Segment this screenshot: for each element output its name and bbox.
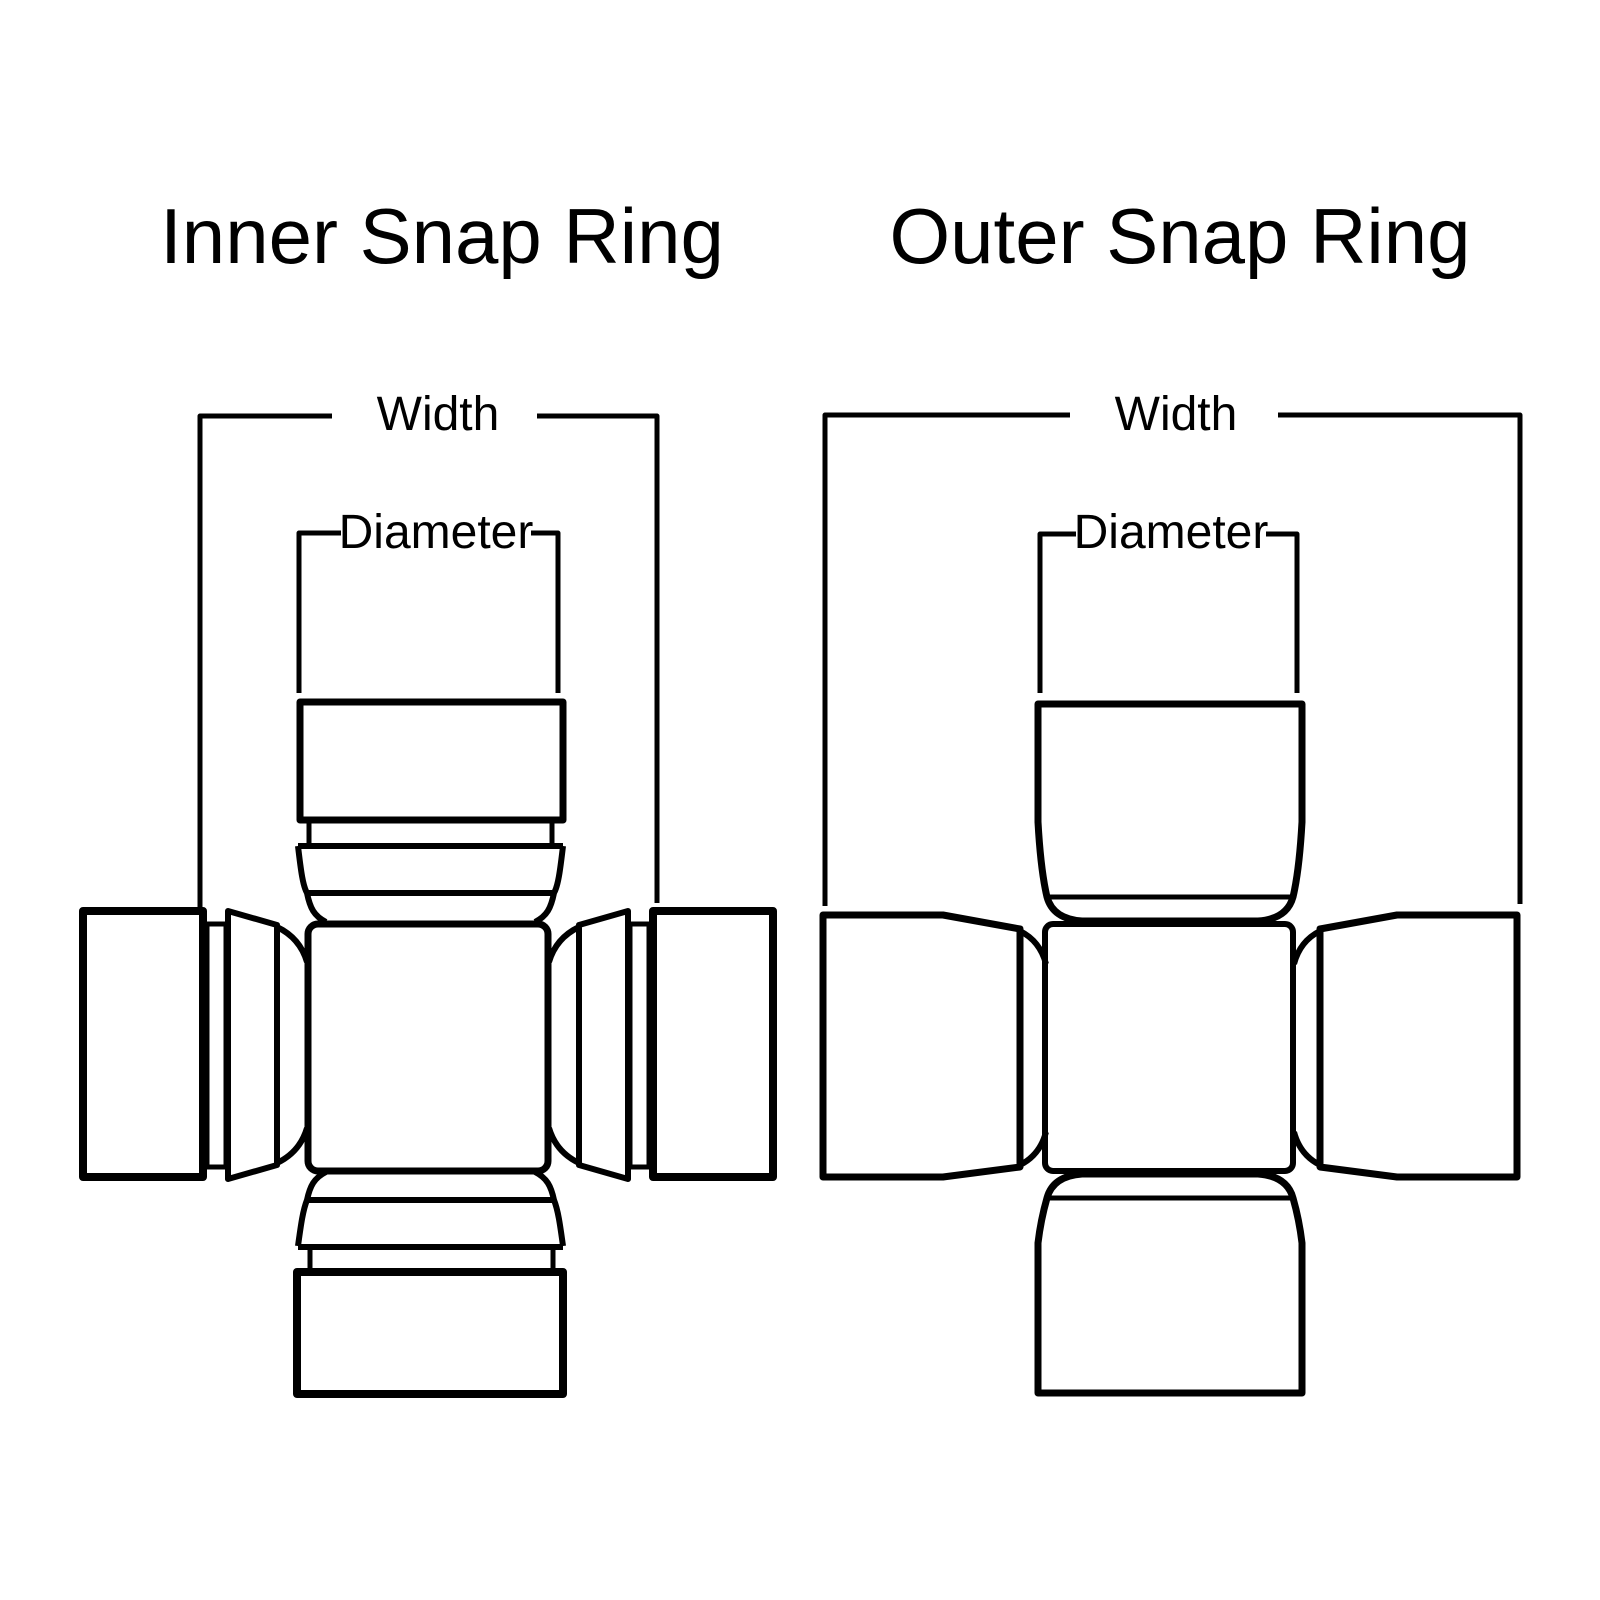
inner-cross-body: [304, 920, 552, 1175]
inner-left-bearing-cap: [79, 907, 207, 1181]
outer-bottom-bearing-cap: [1034, 1170, 1306, 1397]
outer-left-fillets: [1018, 928, 1049, 1168]
outer-diagram-title: Outer Snap Ring: [889, 192, 1470, 280]
inner-right-snap-ring: [627, 921, 652, 1170]
inner-top-skirt-sides: [295, 845, 566, 925]
outer-width-label: Width: [1115, 388, 1238, 441]
inner-left-snap-ring: [204, 921, 229, 1170]
inner-left-fillets: [275, 924, 310, 1166]
inner-left-tapered-band: [225, 908, 280, 1182]
inner-right-fillets: [546, 924, 581, 1166]
inner-top-snap-ring-neck: [306, 820, 555, 844]
outer-right-bearing-cap: [1316, 911, 1521, 1181]
outer-cross-body: [1042, 921, 1296, 1174]
inner-width-bracket: [197, 413, 660, 908]
inner-top-bearing-cap: [296, 698, 567, 824]
inner-snap-ring-diagram: Inner Snap Ring Width Diameter: [79, 192, 777, 1398]
outer-top-bearing-cap: [1034, 700, 1306, 925]
inner-diagram-title: Inner Snap Ring: [160, 192, 724, 280]
outer-left-bearing-cap: [819, 911, 1024, 1181]
inner-width-label: Width: [377, 388, 500, 441]
inner-bottom-skirt-sides: [295, 1169, 566, 1247]
outer-width-bracket: [822, 412, 1523, 906]
outer-right-fillets: [1291, 928, 1322, 1168]
inner-bottom-snap-ring-neck: [307, 1247, 556, 1272]
inner-right-tapered-band: [576, 908, 631, 1182]
inner-right-bearing-cap: [649, 907, 777, 1181]
outer-diameter-label: Diameter: [1074, 506, 1269, 559]
outer-snap-ring-diagram: Outer Snap Ring Width Diameter: [819, 192, 1523, 1397]
inner-diameter-bracket: [296, 530, 561, 693]
inner-diameter-label: Diameter: [339, 506, 534, 559]
inner-bottom-bearing-cap: [293, 1268, 567, 1398]
outer-diameter-bracket: [1037, 531, 1300, 693]
